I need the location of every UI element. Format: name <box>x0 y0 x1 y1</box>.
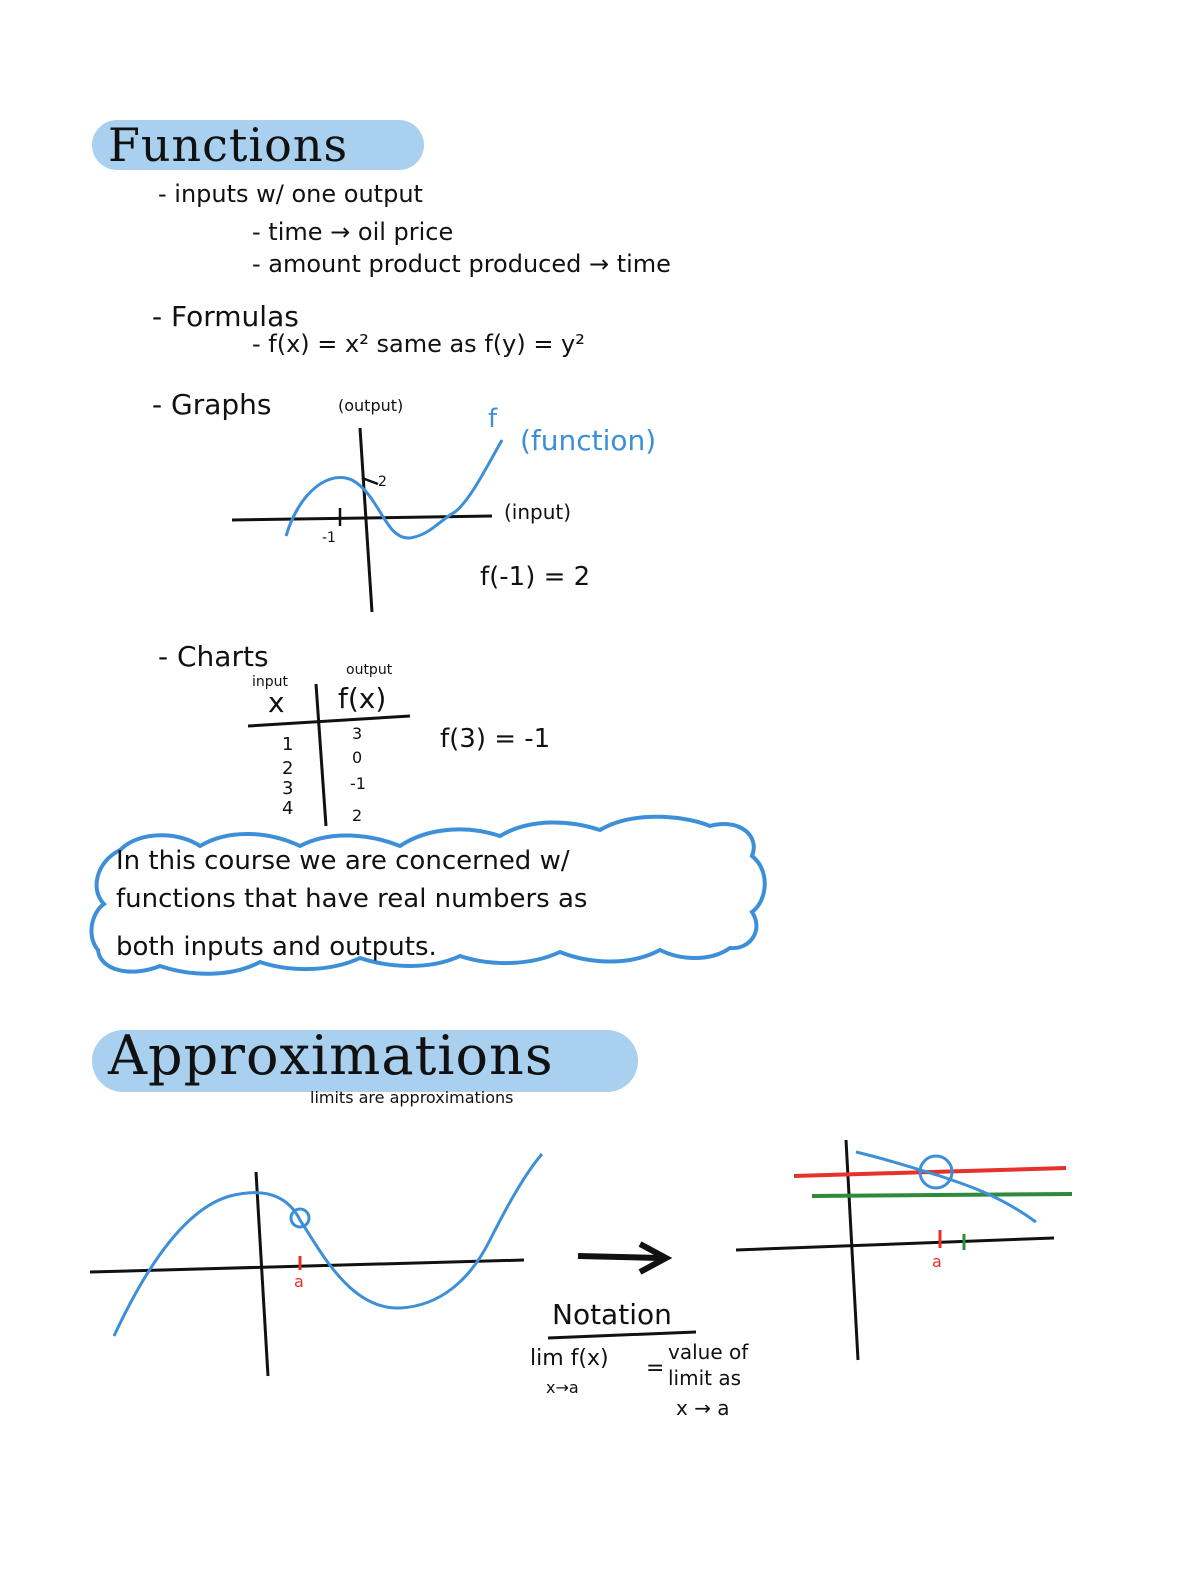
lim-expression: lim f(x) <box>530 1346 609 1371</box>
left-a-label: a <box>294 1272 304 1291</box>
chart-fx-1: 3 <box>352 724 363 743</box>
chart-output-label: output <box>346 662 393 678</box>
title-highlight <box>92 120 424 170</box>
chart-fx-2: 0 <box>352 748 363 767</box>
bullet-formulas: - Formulas <box>152 300 299 333</box>
chart-fx-4: 2 <box>352 806 363 825</box>
cloud-line-3: both inputs and outputs. <box>116 932 437 962</box>
approximations-title: Approximations <box>108 1024 554 1087</box>
lim-equals: = <box>646 1356 665 1381</box>
chart-col-fx: f(x) <box>338 682 387 715</box>
right-a-label: a <box>932 1252 942 1271</box>
graph-tick-x: -1 <box>322 530 336 546</box>
approx-title-highlight <box>92 1030 638 1092</box>
approx-subtitle: limits are approximations <box>310 1088 514 1107</box>
lim-subscript: x→a <box>546 1378 579 1397</box>
chart-col-x: x <box>268 686 285 719</box>
graph-tick-y: 2 <box>378 474 387 490</box>
chart-x-1: 1 <box>282 734 294 755</box>
graph-input-label: (input) <box>504 500 572 524</box>
cloud-line-2: functions that have real numbers as <box>116 884 588 914</box>
graph-output-label: (output) <box>338 396 404 415</box>
chart-x-2: 2 <box>282 758 294 779</box>
value-line-2: limit as <box>668 1366 742 1390</box>
chart-fx-3: -1 <box>350 774 366 793</box>
notation-title: Notation <box>552 1298 672 1331</box>
bullet-charts: - Charts <box>158 640 269 673</box>
graph-f-label: f <box>488 404 498 434</box>
graph-function-label: (function) <box>520 424 657 457</box>
bullet-inputs: - inputs w/ one output <box>158 180 423 208</box>
formula-line: - f(x) = x² same as f(y) = y² <box>252 330 585 358</box>
chart-x-3: 3 <box>282 778 294 799</box>
chart-x-4: 4 <box>282 798 294 819</box>
chart-input-label: input <box>252 674 289 690</box>
cloud-line-1: In this course we are concerned w/ <box>116 846 570 876</box>
bullet-graphs: - Graphs <box>152 388 272 421</box>
bullet-time-oil: - time → oil price <box>252 218 454 246</box>
chart-equation: f(3) = -1 <box>440 724 551 754</box>
bullet-amount-product: - amount product produced → time <box>252 250 671 278</box>
value-line-1: value of <box>668 1340 749 1364</box>
graph-equation: f(-1) = 2 <box>480 562 591 592</box>
value-line-3: x → a <box>676 1396 730 1420</box>
functions-title: Functions <box>108 118 349 172</box>
